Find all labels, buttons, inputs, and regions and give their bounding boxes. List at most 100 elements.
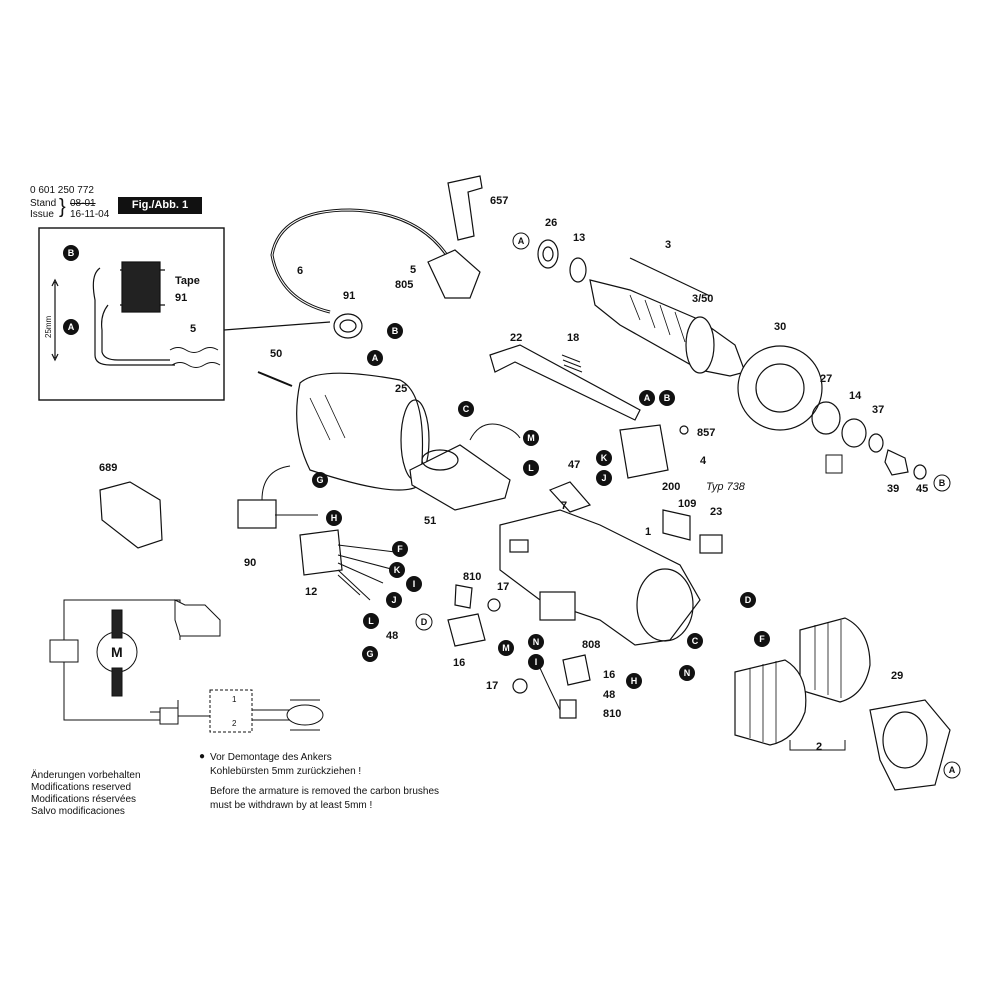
tape-wrap bbox=[121, 261, 161, 313]
callout-n-coil: N bbox=[679, 665, 695, 681]
motor-label: M bbox=[111, 644, 123, 660]
armature bbox=[589, 279, 746, 377]
svg-text:A: A bbox=[372, 353, 379, 363]
spring-18 bbox=[561, 354, 583, 373]
label-2: 2 bbox=[816, 741, 822, 753]
callout-l-51: L bbox=[523, 460, 539, 476]
label-857: 857 bbox=[697, 427, 715, 439]
svg-text:G: G bbox=[366, 649, 373, 659]
svg-text:D: D bbox=[421, 617, 428, 627]
plate-808 bbox=[539, 591, 576, 621]
label-109: 109 bbox=[678, 498, 696, 510]
label-37: 37 bbox=[872, 404, 884, 416]
cord-grommet bbox=[333, 313, 363, 339]
nut-45 bbox=[913, 464, 927, 480]
callout-b-45: B bbox=[933, 474, 951, 492]
callout-d-16: D bbox=[415, 613, 433, 631]
letter-callouts: B A A B A A B K J C M L G H F K I J L D … bbox=[63, 232, 961, 779]
bearing-26 bbox=[537, 239, 559, 269]
svg-text:A: A bbox=[644, 393, 651, 403]
label-689: 689 bbox=[99, 462, 117, 474]
ring-13 bbox=[569, 257, 587, 283]
label-39: 39 bbox=[887, 483, 899, 495]
label-200: 200 bbox=[662, 481, 680, 493]
label-4: 4 bbox=[700, 455, 707, 467]
plate-109 bbox=[662, 509, 691, 541]
switch-16-lower bbox=[562, 654, 591, 686]
screw-50 bbox=[257, 371, 293, 387]
part-labels: 657 26 13 3 3/50 6 5 805 91 50 25 22 18 … bbox=[44, 195, 928, 753]
svg-text:C: C bbox=[463, 404, 470, 414]
label-27: 27 bbox=[820, 373, 832, 385]
label-13: 13 bbox=[573, 232, 585, 244]
cable-clip bbox=[447, 175, 483, 241]
svg-text:B: B bbox=[392, 326, 399, 336]
cable-end bbox=[169, 347, 221, 368]
label-91: 91 bbox=[343, 290, 355, 302]
label-dimension: 25mm bbox=[44, 315, 53, 338]
label-16-lower: 16 bbox=[603, 669, 615, 681]
bracket-22 bbox=[489, 344, 641, 421]
callout-j-12: J bbox=[386, 592, 402, 608]
pinion-39 bbox=[884, 449, 909, 476]
switch-16 bbox=[447, 613, 486, 647]
part-23 bbox=[699, 534, 723, 554]
switch-857 bbox=[619, 424, 669, 479]
adapter-689 bbox=[99, 481, 163, 549]
disclaimer-fr: Modifications réservées bbox=[31, 794, 137, 805]
svg-text:B: B bbox=[664, 393, 671, 403]
label-25: 25 bbox=[395, 383, 407, 395]
inset-frame bbox=[38, 227, 225, 401]
label-5-inset: 5 bbox=[190, 323, 196, 335]
callout-i-16: I bbox=[528, 654, 544, 670]
callout-k-switch: K bbox=[596, 450, 612, 466]
callout-a-29: A bbox=[943, 761, 961, 779]
callout-f-12: F bbox=[392, 541, 408, 557]
circuit-schematic bbox=[49, 599, 324, 733]
callout-f-coil: F bbox=[754, 631, 770, 647]
part-number: 0 601 250 772 bbox=[30, 185, 94, 196]
label-tape: Tape bbox=[175, 275, 200, 287]
svg-text:N: N bbox=[684, 668, 691, 678]
svg-text:I: I bbox=[413, 579, 416, 589]
note-bullet: ● bbox=[199, 751, 206, 762]
stand-date: 08-01 bbox=[70, 198, 96, 209]
plug bbox=[427, 249, 481, 299]
label-808: 808 bbox=[582, 639, 600, 651]
label-45: 45 bbox=[916, 483, 928, 495]
callout-g-90: G bbox=[312, 472, 328, 488]
guard-29 bbox=[869, 699, 951, 791]
note-de-2: Kohlebürsten 5mm zurückziehen ! bbox=[210, 766, 362, 777]
power-cord bbox=[270, 208, 452, 314]
capacitor-90 bbox=[237, 499, 277, 529]
note-en-2: must be withdrawn by at least 5mm ! bbox=[210, 800, 373, 811]
label-29: 29 bbox=[891, 670, 903, 682]
wire-gh bbox=[261, 465, 318, 516]
svg-text:C: C bbox=[692, 636, 699, 646]
svg-text:H: H bbox=[631, 676, 638, 686]
issue-date: 16-11-04 bbox=[70, 209, 110, 220]
callout-a-91: A bbox=[367, 350, 383, 366]
svg-text:F: F bbox=[397, 544, 403, 554]
svg-text:J: J bbox=[601, 473, 606, 483]
svg-text:K: K bbox=[601, 453, 608, 463]
label-30: 30 bbox=[774, 321, 786, 333]
bracket-2 bbox=[789, 740, 846, 751]
armature-bracket bbox=[629, 257, 711, 297]
disclaimer-es: Salvo modificaciones bbox=[31, 806, 125, 817]
svg-text:M: M bbox=[502, 643, 510, 653]
svg-text:F: F bbox=[759, 634, 765, 644]
module-12 bbox=[299, 529, 343, 576]
stand-label: Stand bbox=[30, 198, 57, 209]
note-de-1: Vor Demontage des Ankers bbox=[210, 752, 332, 763]
electronics-51 bbox=[409, 444, 511, 511]
part-810-upper bbox=[454, 584, 473, 609]
label-51: 51 bbox=[424, 515, 436, 527]
callout-b-91: B bbox=[387, 323, 403, 339]
svg-text:L: L bbox=[368, 616, 374, 626]
label-22: 22 bbox=[510, 332, 522, 344]
field-coils bbox=[734, 617, 871, 746]
svg-text:H: H bbox=[331, 513, 338, 523]
label-810-lower: 810 bbox=[603, 708, 621, 720]
label-6: 6 bbox=[297, 265, 303, 277]
